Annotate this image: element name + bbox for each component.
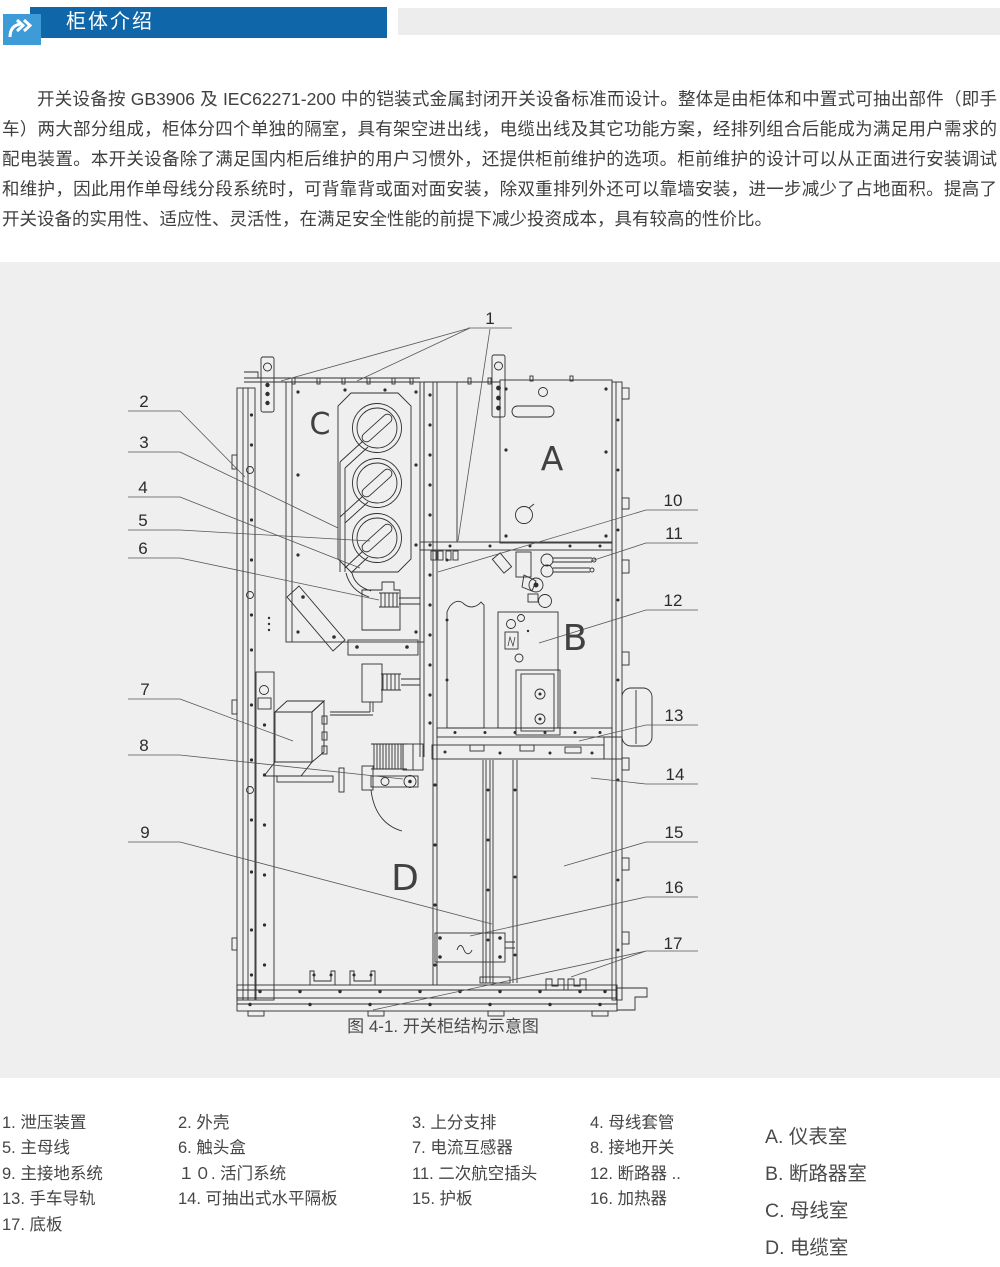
compartment-letter-a: A [541,439,564,478]
legend-item-b: B. 断路器室 [765,1163,867,1185]
callout-5: 5 [138,511,147,530]
part-item: 17. 底板 [2,1215,63,1234]
section-title: 柜体介绍 [66,11,154,33]
cabinet-diagram: 1 2 3 4 5 6 7 8 9 10 11 12 13 14 15 16 1… [128,309,698,1017]
compartment-letters: A B C D [310,407,588,899]
callout-14: 14 [666,765,685,784]
callout-12: 12 [664,591,683,610]
compartment-letter-c: C [310,407,331,442]
callout-3: 3 [139,433,148,452]
callout-2: 2 [139,392,148,411]
callout-1: 1 [485,309,494,328]
header-gray-bar [398,8,1000,35]
callout-11: 11 [665,524,683,543]
part-item: 7. 电流互感器 [412,1139,513,1158]
parts-list: 1. 泄压装置 2. 外壳 3. 上分支排 4. 母线套管 5. 主母线 6. … [2,1111,998,1238]
callout-7: 7 [140,680,149,699]
part-item: 11. 二次航空插头 [412,1164,538,1183]
part-item: 2. 外壳 [178,1114,230,1132]
part-item: 16. 加热器 [590,1190,668,1209]
intro-paragraph: 开关设备按 GB3906 及 IEC62271-200 中的铠装式金属封闭开关设… [2,88,997,229]
callout-9: 9 [140,823,149,842]
callout-6: 6 [138,539,147,558]
part-item: 4. 母线套管 [590,1114,675,1132]
compartment-letter-d: D [391,858,419,899]
callout-numbers: 1 2 3 4 5 6 7 8 9 10 11 12 13 14 15 16 1… [138,309,684,953]
legend-item-c: C. 母线室 [765,1200,849,1222]
leader-lines [128,327,698,1011]
cabinet-structure [231,354,653,1017]
section-banner [30,7,387,38]
callout-15: 15 [665,823,684,842]
callout-4: 4 [138,478,147,497]
figure-panel: 1 2 3 4 5 6 7 8 9 10 11 12 13 14 15 16 1… [0,262,1000,1259]
bolt-dots [248,382,620,1007]
callout-10: 10 [664,491,683,510]
part-item: 6. 触头盒 [178,1139,246,1158]
part-item: 15. 护板 [412,1190,473,1209]
callout-8: 8 [139,736,148,755]
part-item: 3. 上分支排 [412,1114,497,1132]
figure-caption: 图 4-1. 开关柜结构示意图 [347,1017,539,1036]
part-item: 9. 主接地系统 [2,1164,103,1183]
page: { "header": { "title": "柜体介绍" }, "intro"… [0,7,1000,1259]
legend-item-a: A. 仪表室 [765,1126,848,1148]
compartment-letter-b: B [563,618,588,659]
callout-16: 16 [665,878,684,897]
part-item: 13. 手车导轨 [2,1190,96,1209]
part-item: 1. 泄压装置 [2,1114,87,1132]
part-item: １０. 活门系统 [178,1164,287,1183]
part-item: 8. 接地开关 [590,1139,675,1158]
part-item: 5. 主母线 [2,1139,70,1158]
part-item: 14. 可抽出式水平隔板 [178,1190,338,1209]
double-arrow-icon [3,14,41,45]
callout-17: 17 [664,934,683,953]
part-item: 12. 断路器 .. [590,1164,681,1183]
callout-13: 13 [665,706,684,725]
